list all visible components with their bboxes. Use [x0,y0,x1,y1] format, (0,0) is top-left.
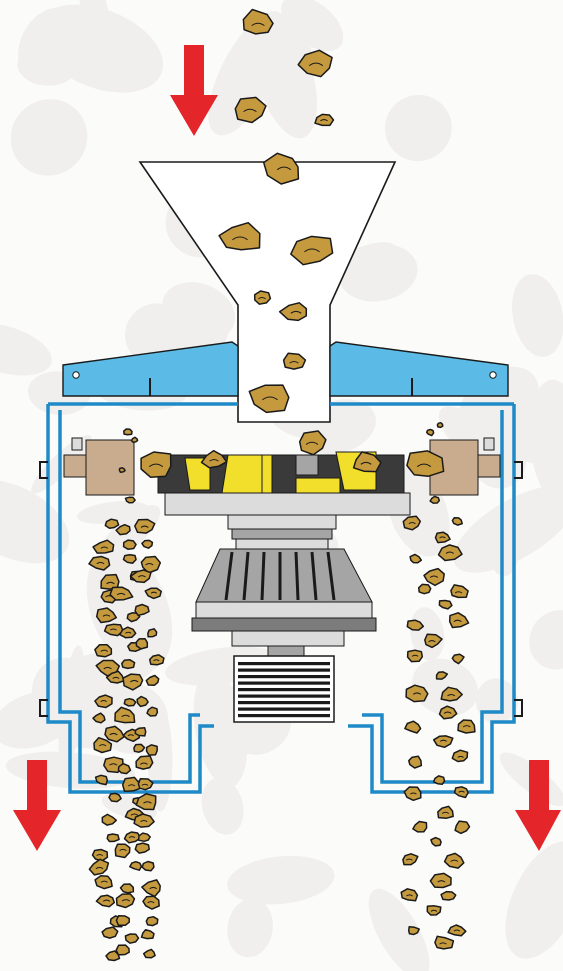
cooling-fin [296,552,298,600]
rock [147,745,158,755]
rock [126,497,136,502]
motor-vent-stripe [238,682,330,685]
rock [116,916,129,926]
rock [122,660,135,669]
motor-vent-stripe [238,701,330,704]
rock [119,468,125,472]
rock [135,728,146,736]
rock [105,519,118,528]
motor-vent-stripe [238,714,330,717]
rock [142,862,154,871]
motor-vent-stripe [238,695,330,698]
rock [116,945,129,955]
motor-vent-stripe [238,688,330,691]
rock [139,833,151,841]
drive-motor [234,656,334,722]
motor-vent-stripe [238,708,330,711]
rock [452,518,462,525]
rock [134,744,145,752]
motor-vent-stripe [238,675,330,678]
rock [124,540,136,549]
rock [124,429,132,435]
rock [121,884,134,893]
rock [408,650,423,661]
motor-vent-stripe [238,669,330,672]
rock [109,793,121,801]
rock [118,764,130,774]
rock [125,934,138,943]
rock [131,437,137,442]
rock [124,699,135,706]
cooling-fin [262,552,264,600]
rock [148,629,157,637]
rock [136,639,147,649]
rock [146,917,158,926]
motor-vent-stripe [238,662,330,665]
rock [115,844,130,857]
rock [95,876,112,889]
rock [419,584,431,593]
rock [427,430,434,436]
rock [441,892,456,900]
rock [409,927,420,935]
rock [107,834,119,842]
rock [437,423,442,428]
rock [458,720,475,733]
